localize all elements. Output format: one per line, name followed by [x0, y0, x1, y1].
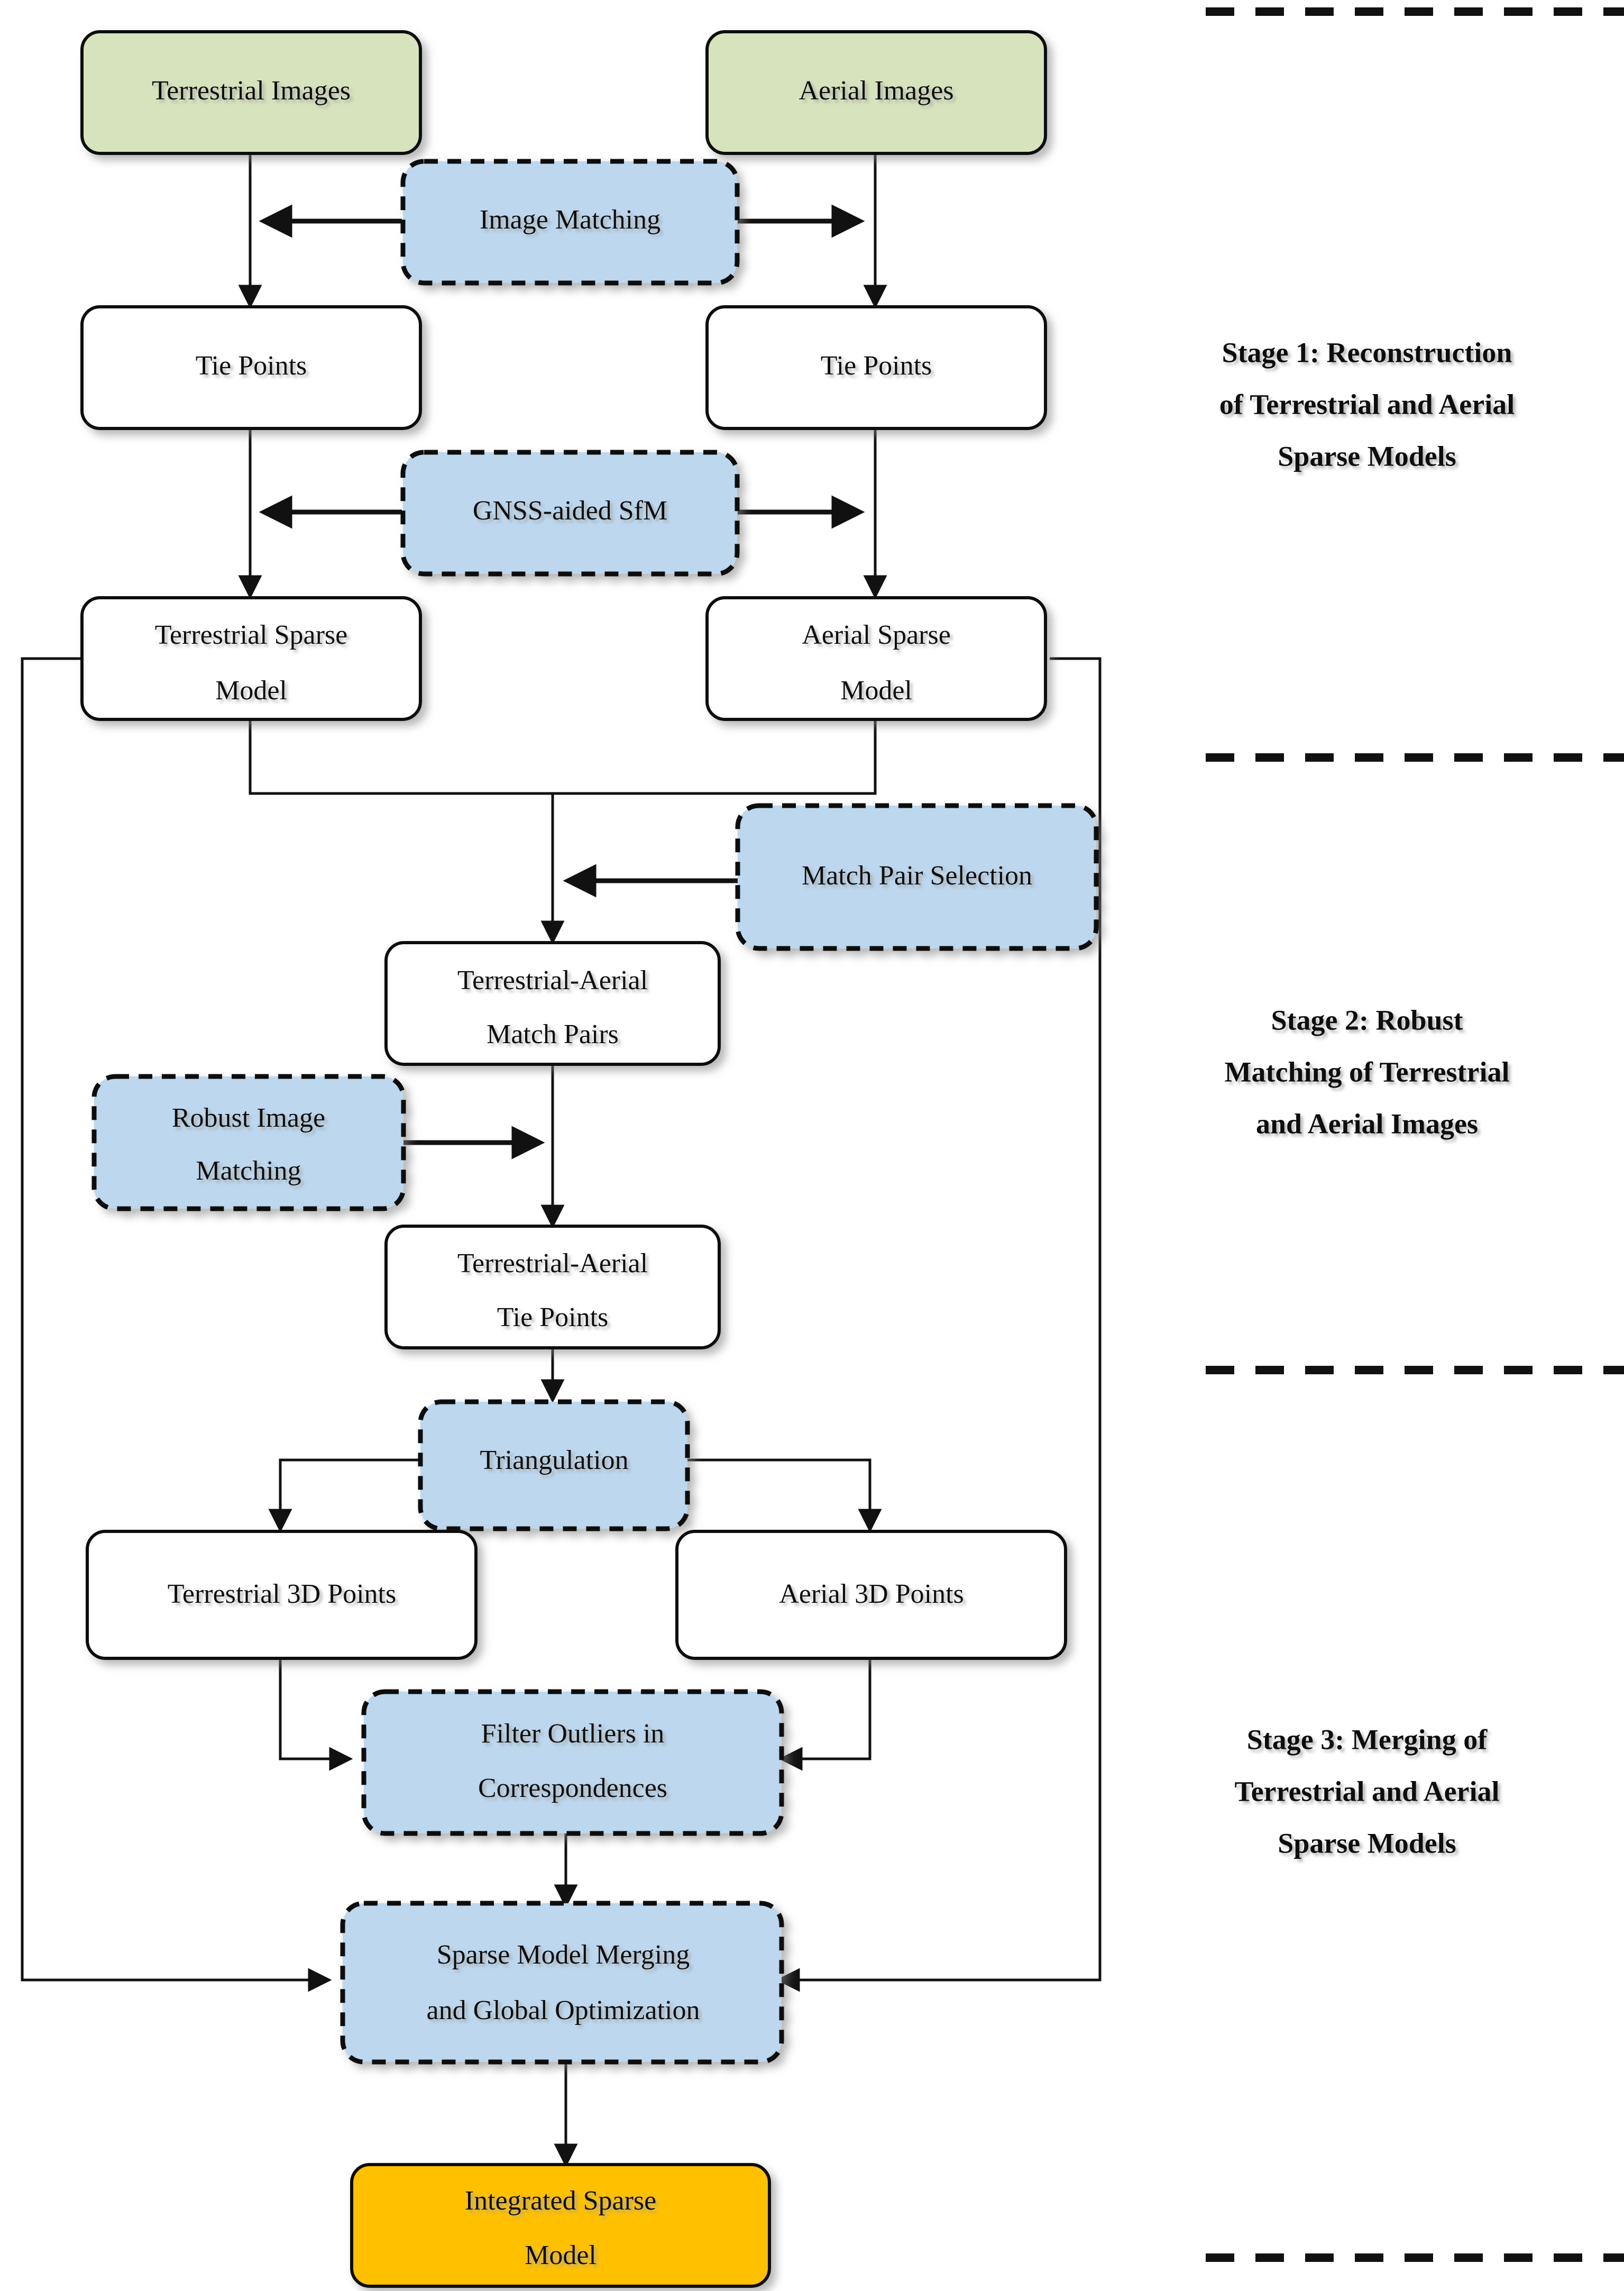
node-integrated-sparse-model[interactable]: Integrated Sparse Model — [350, 2163, 771, 2288]
node-label-line1: Terrestrial-Aerial — [457, 965, 648, 996]
connector-layer — [21, 153, 1102, 2168]
node-robust-image-matching[interactable]: Robust Image Matching — [91, 1074, 406, 1211]
edge-aerial-sparse-to-junction — [553, 717, 877, 795]
stage-label-line1: Stage 3: Merging of — [1247, 1723, 1488, 1755]
node-label-line1: Robust Image — [172, 1103, 325, 1133]
node-match-pair-selection[interactable]: Match Pair Selection — [735, 803, 1099, 951]
node-terrestrial-aerial-tie-points[interactable]: Terrestrial-Aerial Tie Points — [384, 1225, 721, 1349]
node-label-line2: Matching — [196, 1156, 301, 1186]
node-label-line1: Sparse Model Merging — [437, 1940, 690, 1970]
node-label-line1: Integrated Sparse — [465, 2186, 656, 2216]
stage-label-line2: Matching of Terrestrial — [1225, 1056, 1510, 1088]
stage-label-1: Stage 1: Reconstruction of Terrestrial a… — [1219, 336, 1515, 472]
node-aerial-images[interactable]: Aerial Images — [705, 30, 1047, 155]
node-label: Image Matching — [480, 205, 660, 235]
node-terrestrial-images[interactable]: Terrestrial Images — [80, 30, 422, 155]
node-aerial-sparse-model[interactable]: Aerial Sparse Model — [705, 596, 1047, 721]
node-tie-points-aerial[interactable]: Tie Points — [705, 305, 1047, 430]
stage-label-2: Stage 2: Robust Matching of Terrestrial … — [1225, 1004, 1510, 1139]
stage-label-line2: Terrestrial and Aerial — [1235, 1775, 1500, 1807]
stage-label-line2: of Terrestrial and Aerial — [1219, 388, 1515, 420]
stage-label-line3: Sparse Models — [1278, 1827, 1456, 1859]
node-label-line1: Filter Outliers in — [481, 1719, 665, 1749]
node-label-line2: Model — [525, 2240, 597, 2270]
node-label: Terrestrial Images — [152, 76, 351, 106]
node-terrestrial-aerial-match-pairs[interactable]: Terrestrial-Aerial Match Pairs — [384, 941, 721, 1066]
node-label: Tie Points — [821, 351, 932, 381]
edge-terrestrial-3d-to-filter — [279, 1658, 353, 1771]
node-label: GNSS-aided SfM — [473, 496, 667, 526]
node-aerial-3d-points[interactable]: Aerial 3D Points — [675, 1530, 1067, 1660]
node-label: Match Pair Selection — [802, 861, 1032, 891]
edge-triangulation-to-aerial-3d — [687, 1458, 882, 1533]
node-terrestrial-3d-points[interactable]: Terrestrial 3D Points — [86, 1530, 478, 1660]
stage-label-line1: Stage 1: Reconstruction — [1222, 336, 1512, 368]
node-filter-outliers[interactable]: Filter Outliers in Correspondences — [361, 1689, 784, 1836]
node-label: Aerial Images — [799, 76, 953, 106]
node-label-line2: Correspondences — [478, 1773, 667, 1803]
node-label-line1: Terrestrial-Aerial — [457, 1248, 648, 1279]
stage-label-line3: and Aerial Images — [1256, 1108, 1478, 1139]
node-label-line1: Terrestrial Sparse — [155, 620, 348, 650]
node-sparse-model-merging[interactable]: Sparse Model Merging and Global Optimiza… — [340, 1901, 784, 2065]
node-tie-points-terrestrial[interactable]: Tie Points — [80, 305, 422, 430]
node-label-line2: and Global Optimization — [426, 1995, 700, 2025]
stage-separator-layer — [1206, 7, 1624, 2262]
stage-label-line1: Stage 2: Robust — [1271, 1004, 1463, 1036]
node-label-line2: Model — [215, 676, 287, 706]
node-label: Triangulation — [480, 1445, 628, 1475]
edge-aerial-3d-to-filter — [778, 1658, 871, 1771]
node-label-line2: Tie Points — [497, 1302, 609, 1332]
edge-aerial-sparse-feedback-to-merging — [776, 657, 1102, 1992]
node-label: Aerial 3D Points — [779, 1579, 964, 1609]
node-label-line2: Match Pairs — [487, 1019, 619, 1049]
node-image-matching[interactable]: Image Matching — [400, 159, 740, 286]
edge-terrestrial-sparse-feedback-to-merging — [21, 657, 332, 1992]
edge-terrestrial-sparse-to-junction — [249, 717, 553, 795]
node-label-line2: Model — [840, 676, 912, 706]
edge-triangulation-to-terrestrial-3d — [268, 1458, 420, 1533]
stage-label-3: Stage 3: Merging of Terrestrial and Aeri… — [1235, 1723, 1500, 1859]
node-label-line1: Aerial Sparse — [802, 620, 951, 650]
node-triangulation[interactable]: Triangulation — [418, 1399, 690, 1531]
node-gnss-aided-sfm[interactable]: GNSS-aided SfM — [400, 450, 740, 577]
node-terrestrial-sparse-model[interactable]: Terrestrial Sparse Model — [80, 596, 422, 721]
node-label: Tie Points — [196, 351, 307, 381]
stage-label-line3: Sparse Models — [1278, 440, 1456, 472]
node-label: Terrestrial 3D Points — [168, 1579, 397, 1609]
